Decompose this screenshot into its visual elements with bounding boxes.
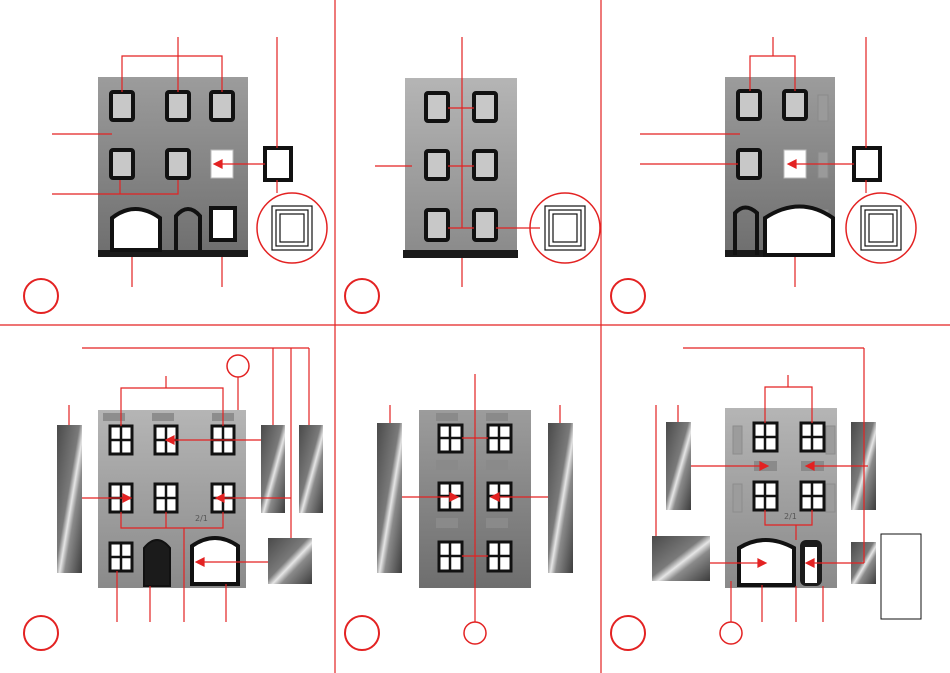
step-number-circle [24,279,58,313]
step-number-circle [611,279,645,313]
window-frame-part [265,148,291,180]
callout-circle [227,355,249,377]
step-number-circle [345,279,379,313]
facade-panel [261,425,285,513]
detail-magnifier [530,193,600,263]
glass-pane-part [881,534,921,619]
house-number-plaque: 2/1 [784,512,797,521]
detail-magnifier [257,193,327,263]
step-number-circle [345,616,379,650]
ground-window [211,208,235,240]
facade-wall [405,78,517,256]
facade-panel [652,536,710,581]
facade-panel [57,425,82,573]
step-1-panel [24,37,327,313]
facade-panel [548,423,573,573]
callout-circle [720,622,742,644]
cornice-blocks [103,413,234,421]
step-4-panel: 2/1 [24,348,323,650]
step-number-circle [24,616,58,650]
arched-doorway [112,209,160,250]
facade-panel [268,538,312,584]
detail-magnifier [846,193,916,263]
step-2-panel [345,37,600,313]
facade-base [403,250,518,258]
step-3-panel [611,37,916,313]
facade-panel [666,422,691,510]
step-number-circle [611,616,645,650]
house-number-plaque: 2/1 [195,514,208,523]
window-frame-part [854,148,880,180]
shop-arch [765,207,833,256]
dark-doorway [144,540,170,586]
callout-circle [464,622,486,644]
facade-panel [377,423,402,573]
step-5-panel [345,374,573,650]
step-6-panel: 2/1 [611,348,921,650]
facade-panel [299,425,323,513]
